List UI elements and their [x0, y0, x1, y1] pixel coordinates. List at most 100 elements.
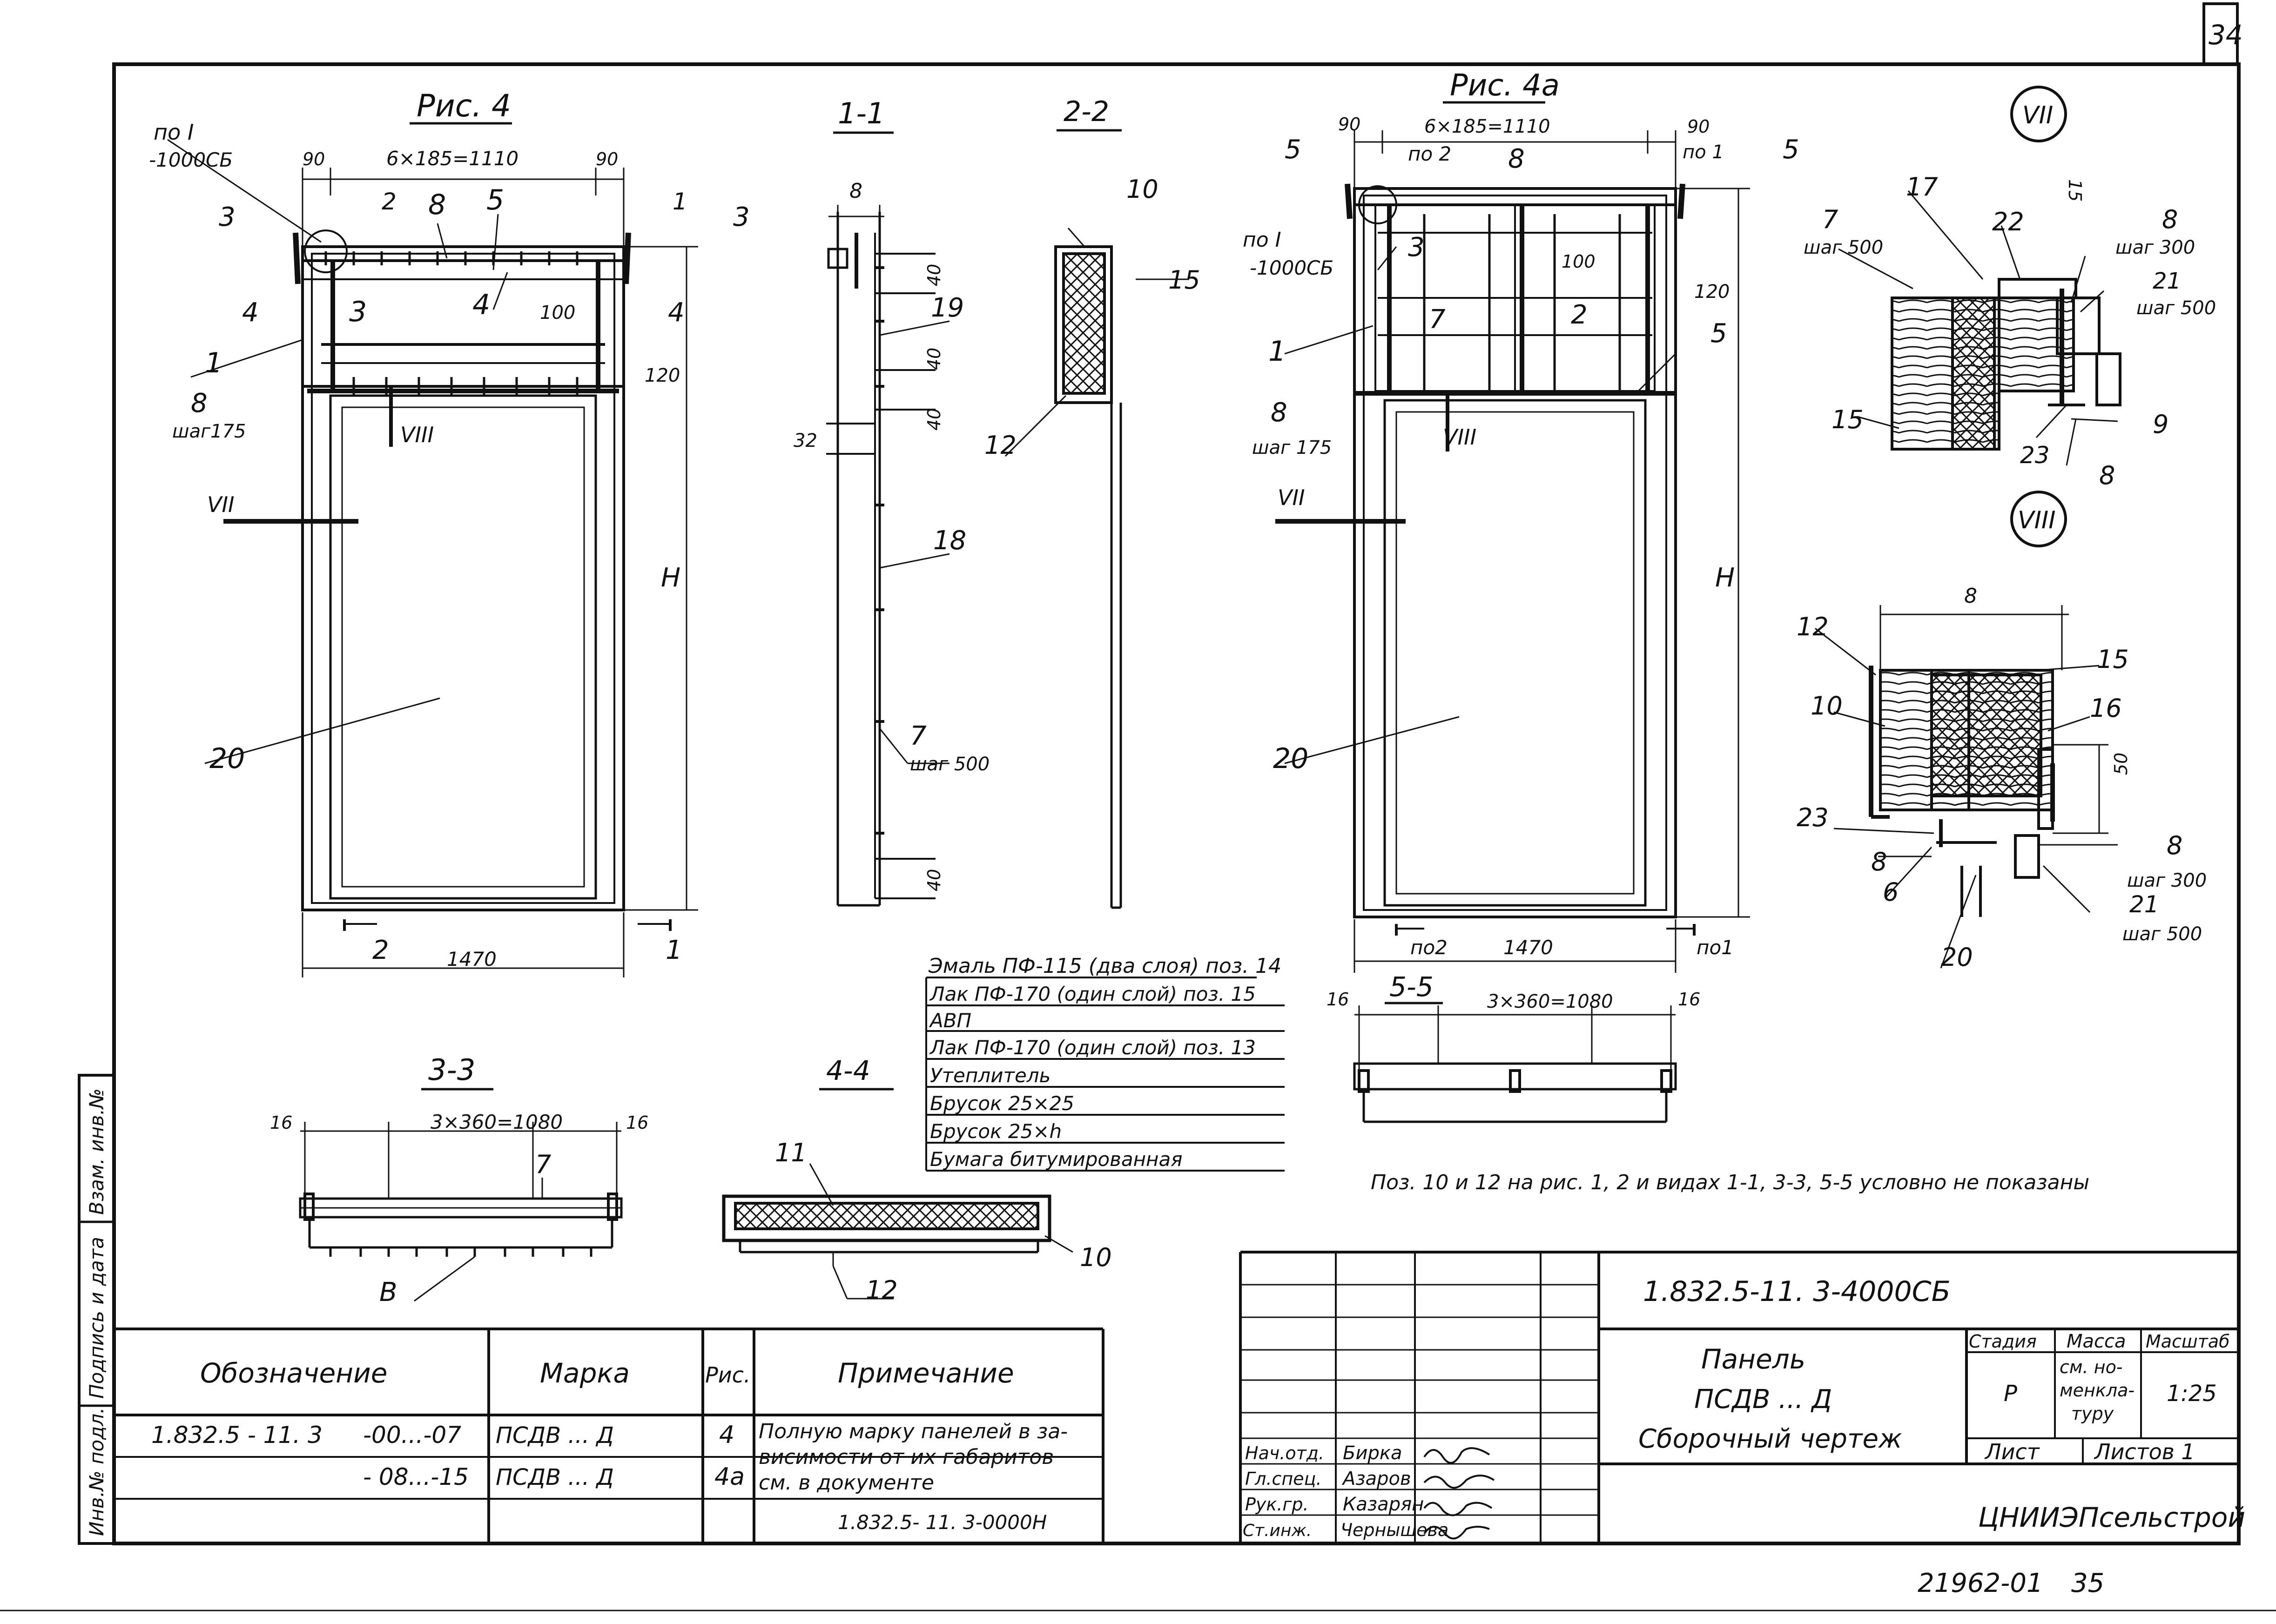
svg-text:8: 8	[1964, 584, 1977, 608]
section-3-3-labels: 3-3 16 3×360=1080 16 7 В	[270, 1053, 648, 1307]
svg-text:8: 8	[2162, 205, 2178, 234]
svg-text:Масса: Масса	[2067, 1331, 2126, 1352]
svg-text:8: 8	[2099, 461, 2115, 490]
svg-text:16: 16	[626, 1112, 648, 1133]
svg-text:7: 7	[535, 1150, 551, 1179]
svg-text:7: 7	[1822, 205, 1838, 234]
spec-cell: 1.832.5 - 11. 3	[151, 1422, 323, 1449]
layer-item: Лак ПФ-170 (один слой) поз. 13	[929, 1036, 1256, 1059]
svg-text:20: 20	[209, 742, 245, 775]
svg-text:17: 17	[1906, 172, 1938, 202]
svg-text:Р: Р	[2004, 1381, 2017, 1407]
layer-item: Бумага битумированная	[930, 1148, 1183, 1171]
node-vii-title: VII	[2022, 101, 2053, 129]
svg-text:5: 5	[1710, 318, 1727, 349]
svg-text:20: 20	[1273, 742, 1308, 775]
svg-text:6: 6	[1883, 877, 1899, 907]
section-3-3-drawing	[299, 1122, 623, 1302]
spec-cell: ПСДВ ... Д	[496, 1422, 614, 1449]
svg-text:Лист: Лист	[1984, 1439, 2040, 1464]
svg-text:15: 15	[2065, 179, 2085, 202]
layer-item: Эмаль ПФ-115 (два слоя) поз. 14	[928, 954, 1281, 978]
node-vii-drawing	[1838, 86, 2121, 466]
svg-text:8: 8	[1508, 144, 1525, 174]
node-vii-labels: VII 17 22 15 7 шаг 500 8 шаг 300 21 шаг …	[1804, 101, 2216, 490]
svg-text:3: 3	[349, 296, 367, 328]
svg-text:7: 7	[910, 721, 927, 751]
svg-text:100: 100	[540, 302, 575, 323]
svg-text:11: 11	[775, 1138, 807, 1167]
svg-text:90: 90	[303, 149, 325, 169]
svg-text:по 1: по 1	[1683, 142, 1724, 163]
fig4a-title: Рис. 4а	[1450, 68, 1560, 103]
svg-text:-1000СБ: -1000СБ	[1250, 256, 1333, 279]
svg-text:1:25: 1:25	[2167, 1381, 2217, 1407]
svg-text:по 2: по 2	[1408, 142, 1451, 165]
layer-list-lines	[925, 977, 1285, 1172]
svg-text:40: 40	[924, 408, 944, 431]
svg-text:Масштаб: Масштаб	[2146, 1331, 2230, 1352]
svg-text:шаг175: шаг175	[172, 421, 246, 442]
section-2-2-title: 2-2	[1064, 95, 1109, 128]
section-4-4-drawing	[722, 1163, 1073, 1300]
svg-text:1470: 1470	[447, 948, 497, 970]
svg-text:шаг 175: шаг 175	[1252, 437, 1332, 458]
svg-text:4: 4	[472, 289, 490, 321]
svg-text:менкла-: менкла-	[2060, 1380, 2135, 1401]
svg-text:4: 4	[668, 297, 685, 328]
layer-list: Эмаль ПФ-115 (два слоя) поз. 14 Лак ПФ-1…	[928, 954, 1281, 1171]
layer-item: Утеплитель	[930, 1064, 1050, 1087]
spec-header-marka: Марка	[540, 1357, 630, 1389]
svg-text:12: 12	[1797, 612, 1829, 641]
spec-header-oboz: Обозначение	[200, 1357, 387, 1389]
layer-item: Лак ПФ-170 (один слой) поз. 15	[929, 983, 1256, 1005]
svg-text:шаг 500: шаг 500	[2136, 297, 2216, 319]
svg-text:Взам. инв.№: Взам. инв.№	[85, 1088, 108, 1215]
spec-table-grid	[114, 1328, 1104, 1543]
svg-text:10: 10	[1126, 175, 1158, 204]
stamp-role: Нач.отд.	[1245, 1443, 1324, 1463]
svg-text:6×185=1110: 6×185=1110	[1424, 116, 1550, 137]
title-block: 1.832.5-11. 3-4000СБ Панель ПСДВ ... Д С…	[1243, 1275, 2245, 1540]
svg-text:см. но-: см. но-	[2060, 1357, 2123, 1377]
svg-text:90: 90	[1338, 114, 1360, 135]
section-4-4-title: 4-4	[826, 1055, 870, 1086]
corner-sheet-number: 34	[2209, 19, 2243, 51]
svg-text:VII: VII	[207, 492, 235, 517]
svg-text:32: 32	[794, 430, 817, 451]
fig4a-drawing	[1275, 130, 1750, 973]
svg-text:20: 20	[1941, 943, 1973, 972]
svg-text:1470: 1470	[1503, 936, 1553, 959]
svg-text:19: 19	[931, 293, 964, 323]
fig4a-labels: Рис. 4а 90 6×185=1110 90 по 2 8 по 1 5 5…	[1243, 68, 1799, 959]
svg-text:15: 15	[2097, 645, 2129, 674]
svg-text:5: 5	[486, 184, 504, 216]
svg-text:Листов 1: Листов 1	[2094, 1439, 2195, 1464]
svg-text:23: 23	[2020, 442, 2050, 469]
svg-text:1: 1	[205, 347, 222, 379]
svg-text:6×185=1110: 6×185=1110	[386, 147, 518, 170]
title-block-grid	[1239, 1251, 2239, 1543]
svg-text:40: 40	[924, 348, 944, 370]
stamp-person: Азаров	[1341, 1468, 1411, 1489]
spec-header-note: Примечание	[838, 1357, 1014, 1389]
stamp-role: Ст.инж.	[1243, 1521, 1312, 1540]
svg-text:8: 8	[2167, 831, 2182, 860]
section-5-5-title: 5-5	[1389, 971, 1434, 1003]
svg-text:120: 120	[645, 365, 680, 386]
svg-text:В: В	[379, 1277, 397, 1307]
svg-text:8: 8	[849, 179, 862, 203]
svg-text:9: 9	[2153, 410, 2168, 439]
section-1-1-labels: 1-1 8 40 40 40 40 32 19 18 7 шаг 500	[794, 96, 990, 891]
svg-text:16: 16	[2090, 694, 2122, 723]
svg-text:2: 2	[382, 188, 397, 215]
spec-cell: 4	[719, 1421, 734, 1449]
svg-text:12: 12	[984, 431, 1017, 460]
spec-cell: ПСДВ ... Д	[496, 1464, 614, 1490]
svg-text:22: 22	[1992, 207, 2024, 236]
svg-text:Подпись и дата: Подпись и дата	[85, 1237, 108, 1399]
node-viii-drawing	[1815, 491, 2118, 969]
fig4-drawing	[167, 139, 698, 977]
section-5-5-labels: 5-5 16 3×360=1080 16	[1327, 971, 1700, 1012]
